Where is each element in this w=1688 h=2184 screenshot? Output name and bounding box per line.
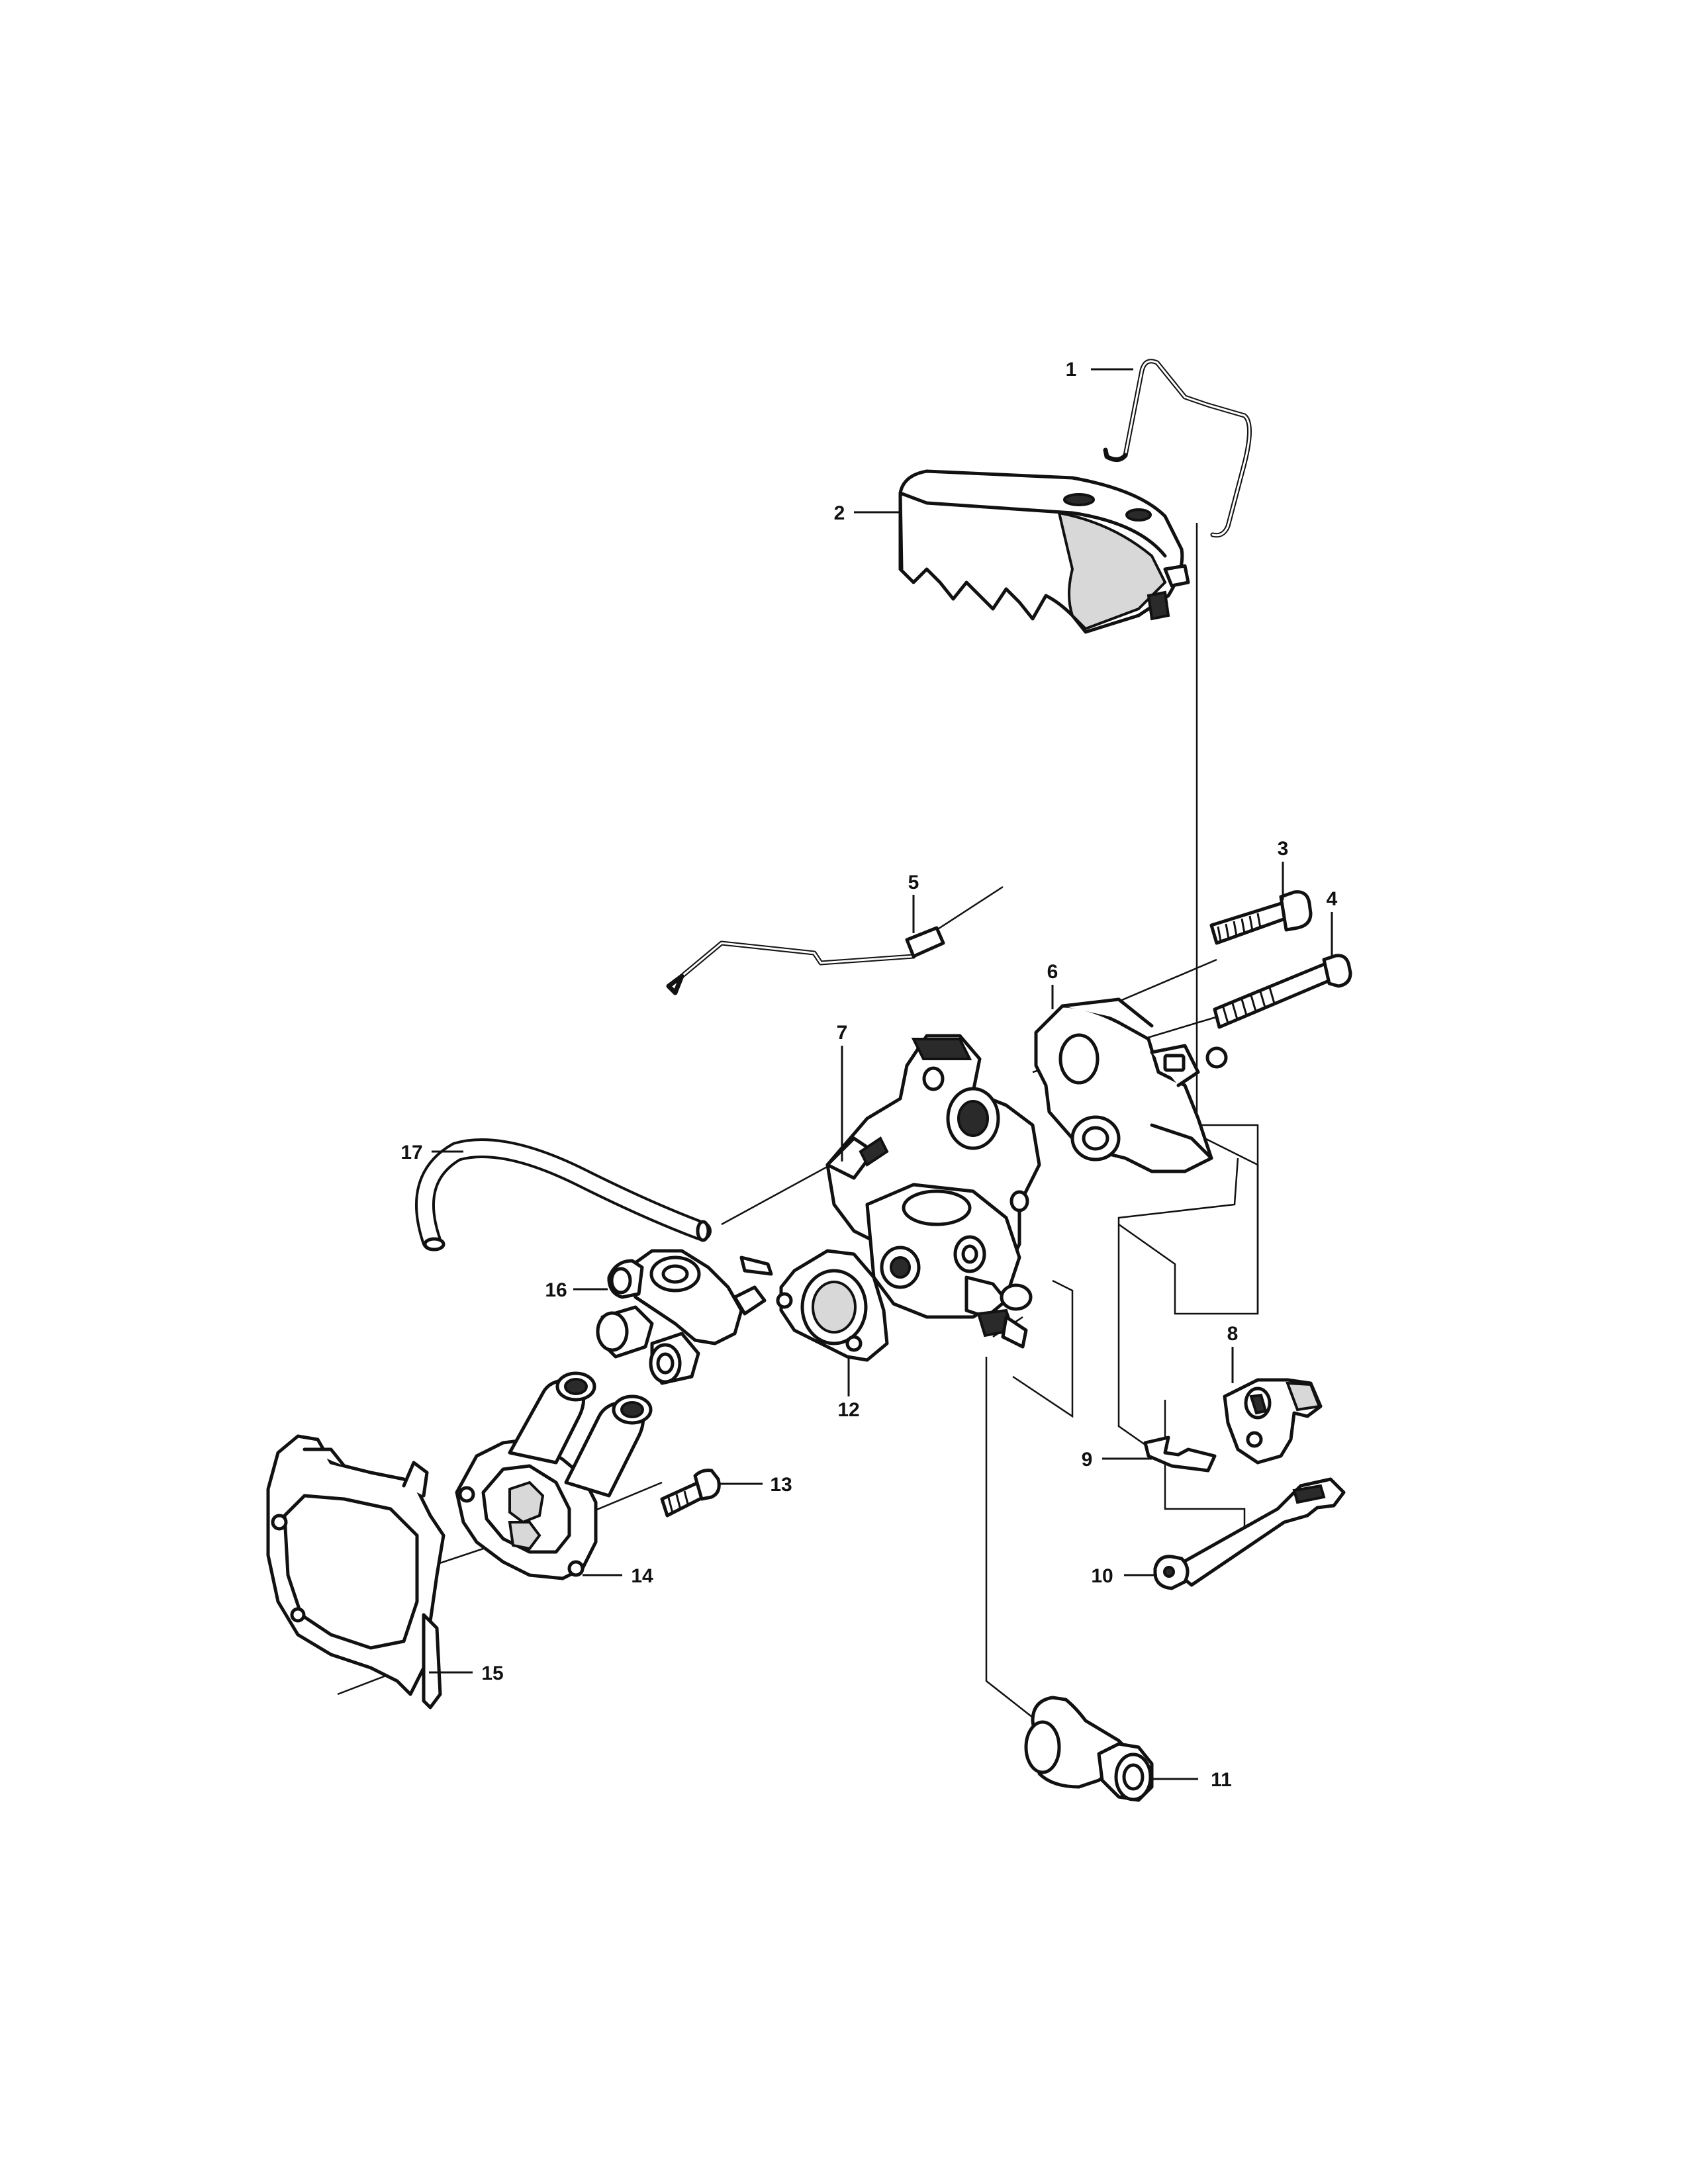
callout-14: 14 xyxy=(631,1565,653,1587)
part-6-intake-adapter xyxy=(1034,997,1228,1173)
part-8-choke-lever xyxy=(1223,1378,1323,1465)
callout-leaders xyxy=(429,368,1333,1780)
callout-10: 10 xyxy=(1091,1565,1113,1587)
part-14-intake-manifold xyxy=(455,1371,653,1580)
callout-6: 6 xyxy=(1047,961,1058,983)
callout-2: 2 xyxy=(834,502,845,524)
part-7-carburetor xyxy=(825,1034,1041,1349)
part-16-t-fitting xyxy=(596,1249,767,1385)
callout-4: 4 xyxy=(1327,888,1338,910)
part-15-filter-housing xyxy=(266,1434,445,1709)
callout-7: 7 xyxy=(837,1022,848,1044)
part-12-spacer xyxy=(776,1249,889,1362)
callout-17: 17 xyxy=(400,1142,422,1163)
part-4-long-bolt xyxy=(1213,954,1352,1029)
part-11-primer-bulb xyxy=(1024,1696,1154,1802)
callout-5: 5 xyxy=(908,872,919,893)
callout-3: 3 xyxy=(1278,838,1289,860)
part-10-choke-rod xyxy=(1153,1477,1346,1590)
callout-12: 12 xyxy=(837,1399,859,1421)
callout-1: 1 xyxy=(1066,359,1077,381)
callout-16: 16 xyxy=(545,1279,567,1301)
callout-9: 9 xyxy=(1082,1449,1093,1471)
part-17-fuel-hose xyxy=(414,1138,773,1276)
part-5-throttle-rod xyxy=(666,886,1004,995)
part-1-wire-clip xyxy=(1103,359,1252,538)
callout-11: 11 xyxy=(1211,1769,1232,1791)
part-3-short-bolt xyxy=(1209,890,1313,945)
callout-labels: 1 2 3 4 5 6 7 8 9 10 11 12 13 14 15 16 1… xyxy=(400,359,1337,1791)
callout-13: 13 xyxy=(770,1474,792,1496)
part-9-link xyxy=(1143,1435,1217,1473)
part-13-bolt xyxy=(660,1469,721,1518)
callout-15: 15 xyxy=(481,1662,503,1684)
callout-8: 8 xyxy=(1227,1323,1239,1345)
part-2-air-filter-cover xyxy=(898,469,1190,634)
